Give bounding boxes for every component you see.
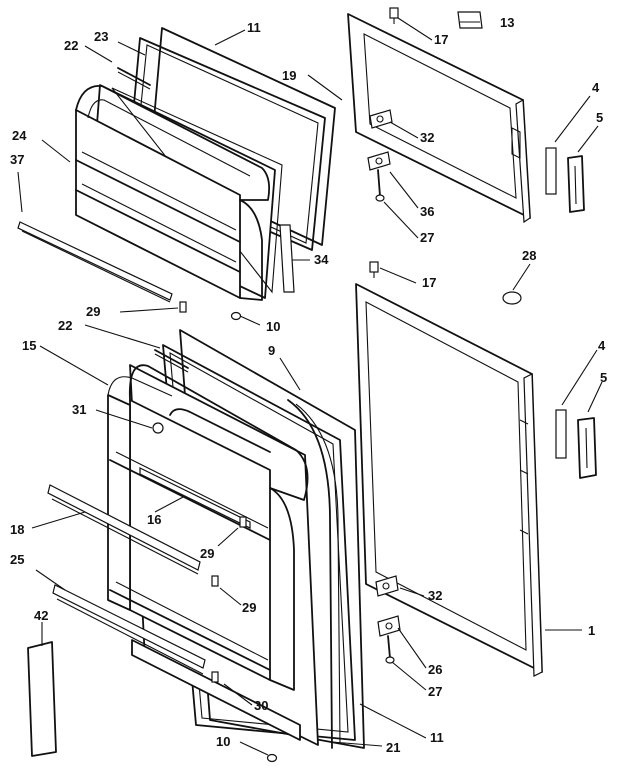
lower-clip-a (239, 516, 247, 528)
callout-4-lower: 4 (598, 338, 606, 353)
callout-30: 30 (254, 698, 268, 713)
upper-outer-door (347, 13, 531, 224)
lower-handle (577, 417, 597, 479)
callout-labels: 11 23 22 24 37 19 17 13 32 36 27 4 5 34 … (10, 15, 607, 755)
callout-17-lower: 17 (422, 275, 436, 290)
callout-19: 19 (282, 68, 296, 83)
callout-29-upper: 29 (86, 304, 100, 319)
lower-hinge-hardware (375, 575, 401, 664)
lower-hinge-pin (369, 261, 379, 278)
callout-13: 13 (500, 15, 514, 30)
callout-22-upper: 22 (64, 38, 78, 53)
upper-screw (230, 311, 242, 321)
callout-16: 16 (147, 512, 161, 527)
upper-hinge-strip (279, 224, 295, 293)
callout-25: 25 (10, 552, 24, 567)
callout-15: 15 (22, 338, 36, 353)
callout-22-lower: 22 (58, 318, 72, 333)
side-trim-strip (27, 641, 57, 757)
upper-hinge-pin (389, 7, 399, 24)
callout-36: 36 (420, 204, 434, 219)
callout-5-lower: 5 (600, 370, 607, 385)
upper-hinge-hardware (367, 109, 393, 202)
lower-screw (266, 753, 278, 763)
upper-handle (567, 155, 585, 213)
callout-18: 18 (10, 522, 24, 537)
lower-outer-door (355, 283, 543, 677)
callout-11-lower: 11 (430, 730, 444, 745)
callout-5-upper: 5 (596, 110, 603, 125)
callout-29-mid: 29 (200, 546, 214, 561)
callout-21: 21 (386, 740, 400, 755)
callout-24: 24 (12, 128, 27, 143)
callout-17-upper: 17 (434, 32, 448, 47)
leader-lines (17, 17, 603, 756)
lower-hinge-strip (287, 399, 341, 749)
callout-11-upper: 11 (247, 20, 261, 35)
upper-handle-trim (545, 147, 557, 195)
lower-clip-b (211, 575, 219, 587)
callout-10-upper: 10 (266, 319, 280, 334)
callout-34: 34 (314, 252, 329, 267)
callout-37: 37 (10, 152, 24, 167)
callout-28: 28 (522, 248, 536, 263)
callout-10-lower: 10 (216, 734, 230, 749)
callout-42: 42 (34, 608, 48, 623)
callout-23: 23 (94, 29, 108, 44)
callout-9: 9 (268, 343, 275, 358)
callout-27-upper: 27 (420, 230, 434, 245)
callout-1: 1 (588, 623, 595, 638)
upper-shelf-clip (179, 301, 187, 313)
lower-retainer-frame (131, 639, 301, 741)
lower-door-plug (502, 291, 522, 305)
callout-4-upper: 4 (592, 80, 600, 95)
callout-32-lower: 32 (428, 588, 442, 603)
lower-clip-c (211, 671, 219, 683)
upper-shelf-bar (17, 221, 173, 303)
upper-inner-door-panel (75, 84, 283, 301)
callout-26: 26 (428, 662, 442, 677)
lower-handle-trim (555, 409, 567, 459)
callout-29-low: 29 (242, 600, 256, 615)
upper-shelf-clip-strip (117, 67, 151, 90)
callout-32-upper: 32 (420, 130, 434, 145)
lower-cap (152, 422, 164, 434)
lower-shelf-clip-strip (154, 349, 189, 373)
callout-31: 31 (72, 402, 86, 417)
lower-shelf-bar-25 (52, 584, 206, 675)
lower-shelf-bar-18 (47, 484, 201, 575)
callout-27-lower: 27 (428, 684, 442, 699)
upper-door-label (457, 11, 483, 29)
